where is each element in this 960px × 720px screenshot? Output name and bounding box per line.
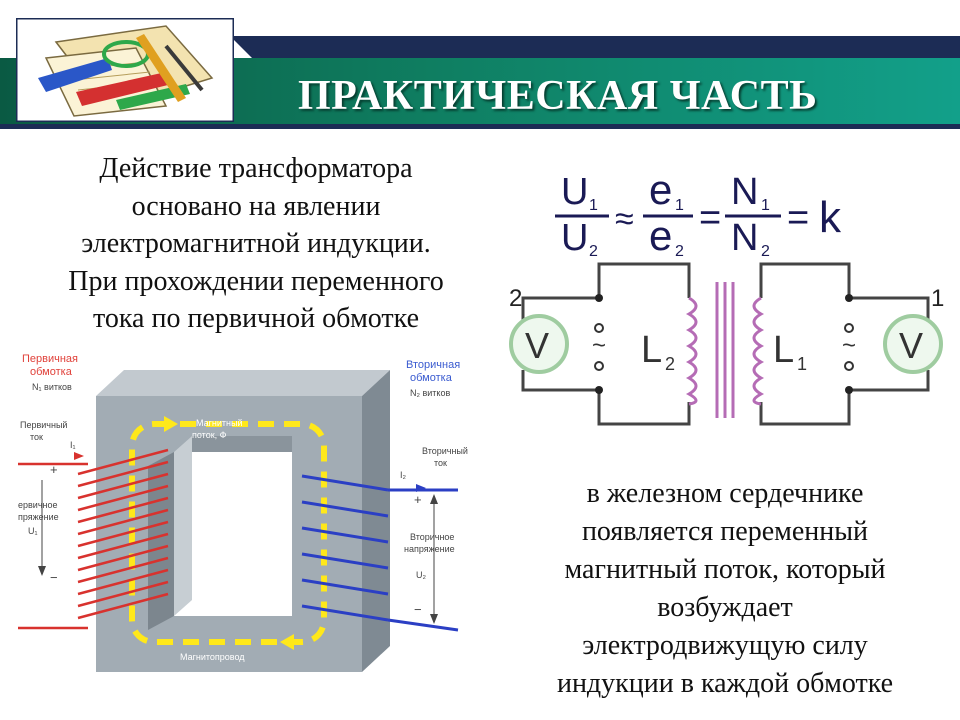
intro-line: основано на явлении — [131, 190, 381, 222]
ratio-formula: U 1 U 2 ≈ e 1 e 2 = N 1 N 2 = k — [555, 166, 842, 260]
arrow-down-icon — [38, 566, 46, 576]
formula-u1: U — [561, 171, 588, 213]
ac-terminals — [594, 323, 854, 371]
formula-equals: = — [699, 197, 721, 239]
primary-voltage-symbol: U₁ — [28, 526, 38, 536]
primary-current-label: Первичный — [20, 420, 67, 430]
explanation-line: возбуждает — [657, 592, 793, 623]
coil-label-l1: L — [773, 329, 794, 371]
secondary-winding-label: обмотка — [410, 372, 453, 384]
circuit-diagram: U 1 U 2 ≈ e 1 e 2 = N 1 N 2 = k — [503, 140, 950, 458]
page-title: ПРАКТИЧЕСКАЯ ЧАСТЬ — [298, 73, 818, 119]
formula-e1: e — [649, 166, 672, 213]
transformer-illustration: Первичная обмотка N₁ витков Первичный то… — [18, 344, 494, 702]
primary-current-symbol: I₁ — [70, 440, 76, 450]
formula-u1-sub: 1 — [589, 197, 598, 214]
flux-label: Магнитный — [196, 418, 242, 428]
secondary-current-symbol: I₂ — [400, 470, 407, 480]
core-label: Магнитопровод — [180, 652, 245, 662]
formula-n2: N — [731, 217, 758, 259]
secondary-voltage-label: напряжение — [404, 544, 455, 554]
secondary-turns-label: N₂ витков — [410, 388, 450, 398]
logo-icon — [16, 18, 234, 122]
intro-text: Действие трансформатора основано на явле… — [24, 150, 488, 338]
arrow-right-icon — [416, 484, 426, 492]
right-voltmeter-icon — [883, 314, 943, 374]
explanation-line: магнитный поток, который — [564, 554, 886, 585]
flux-label: поток, Ф — [192, 430, 227, 440]
intro-line: тока по первичной обмотке — [92, 303, 420, 334]
flux-arrow-icon — [164, 416, 178, 432]
arrow-down-icon — [430, 614, 438, 624]
secondary-plus: + — [414, 492, 422, 507]
explanation-line: индукции в каждой обмотке — [556, 668, 894, 699]
formula-u2-sub: 2 — [589, 243, 598, 260]
iron-core — [96, 370, 390, 672]
intro-line: Действие трансформатора — [99, 153, 413, 184]
intro-line: При прохождении переменного — [68, 265, 444, 297]
primary-winding-label: обмотка — [30, 366, 73, 378]
formula-n2-sub: 2 — [761, 243, 770, 260]
explanation-line: в железном сердечнике — [586, 478, 864, 509]
left-voltmeter-icon — [509, 314, 569, 374]
core-lines-icon — [715, 282, 735, 418]
secondary-winding-label: Вторичная — [406, 359, 460, 371]
primary-minus: − — [50, 570, 58, 585]
secondary-minus: − — [414, 602, 422, 617]
primary-plus: + — [50, 462, 58, 477]
primary-winding-label: Первичная — [22, 353, 78, 365]
intro-line: электромагнитной индукции. — [81, 228, 431, 259]
right-circuit-number: 1 — [931, 285, 944, 312]
formula-approx: ≈ — [615, 200, 634, 238]
right-coil-icon — [752, 296, 765, 406]
arrow-right-icon — [74, 452, 84, 460]
ac-symbol-right: ~ — [842, 332, 856, 359]
formula-n1-sub: 1 — [761, 197, 770, 214]
formula-u2: U — [561, 217, 588, 259]
formula-equals: = — [787, 197, 809, 239]
primary-winding — [18, 448, 169, 630]
secondary-current-label: Вторичный — [422, 446, 468, 456]
left-coil-icon — [685, 296, 698, 406]
left-voltmeter-label: V — [525, 325, 549, 366]
primary-current-label: ток — [30, 432, 43, 442]
coil-label-l2: L — [641, 329, 662, 371]
coil-label-l2-sub: 2 — [665, 354, 675, 374]
formula-e1-sub: 1 — [675, 197, 684, 214]
terminal-dots — [595, 294, 853, 394]
primary-voltage-label: ервичное — [18, 500, 58, 510]
secondary-voltage-label: Вторичное — [410, 532, 454, 542]
left-circuit-number: 2 — [509, 285, 522, 312]
coil-label-l1-sub: 1 — [797, 354, 807, 374]
formula-e2: e — [649, 212, 672, 259]
secondary-winding — [301, 474, 459, 632]
ac-symbol-left: ~ — [592, 332, 606, 359]
formula-k: k — [819, 193, 842, 242]
secondary-voltage-symbol: U₂ — [416, 570, 426, 580]
formula-e2-sub: 2 — [675, 243, 684, 260]
explanation-text: в железном сердечнике появляется перемен… — [520, 475, 930, 703]
formula-n1: N — [731, 171, 758, 213]
primary-turns-label: N₁ витков — [32, 382, 72, 392]
secondary-current-label: ток — [434, 458, 447, 468]
primary-voltage-label: пряжение — [18, 512, 59, 522]
right-voltmeter-label: V — [899, 325, 923, 366]
explanation-line: электродвижущую силу — [582, 630, 868, 661]
explanation-line: появляется переменный — [581, 516, 869, 547]
arrow-up-icon — [430, 494, 438, 504]
flux-arrow-icon — [280, 634, 294, 650]
